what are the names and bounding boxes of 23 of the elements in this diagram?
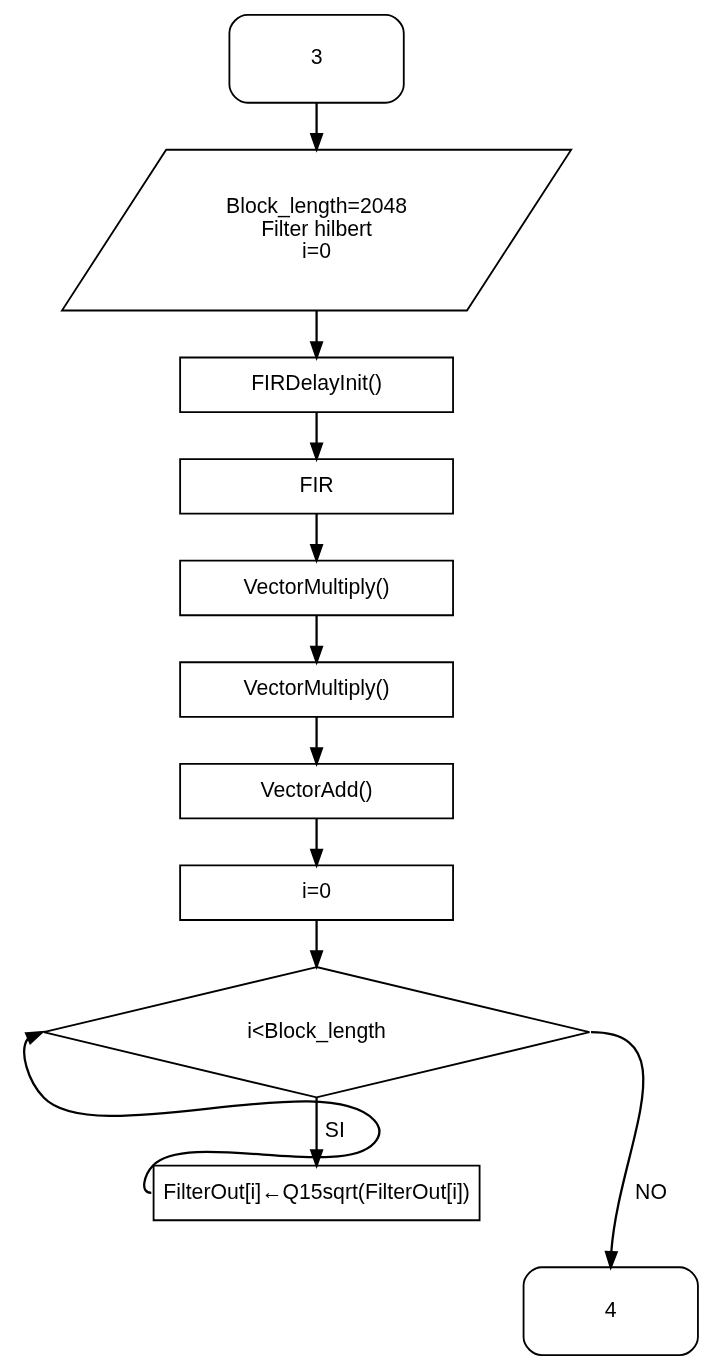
node-diamond: i<Block_length [42, 966, 591, 1099]
node-box: FilterOut[i]←Q15sqrt(FilterOut[i]) [152, 1164, 481, 1222]
arrow [590, 1031, 645, 1271]
arrow [309, 818, 324, 869]
arrow [309, 513, 324, 564]
node-box: FIR [179, 458, 454, 515]
edge-label: SI [324, 1118, 345, 1142]
node-box: i=0 [179, 864, 454, 921]
arrow [309, 716, 324, 767]
arrow [309, 1097, 324, 1170]
arrow [309, 102, 324, 153]
node-box: FIRDelayInit() [179, 356, 454, 413]
node-box: 3 [228, 13, 405, 104]
arrow [309, 615, 324, 666]
node-box: VectorMultiply() [179, 661, 454, 718]
node-box: VectorAdd() [179, 762, 454, 820]
node-box: 4 [522, 1266, 699, 1357]
arrow [309, 310, 324, 361]
node-box: VectorMultiply() [179, 559, 454, 617]
arrow [23, 1030, 381, 1194]
edge-label: NO [635, 1179, 667, 1203]
arrow [309, 412, 324, 463]
arrow [309, 920, 324, 970]
